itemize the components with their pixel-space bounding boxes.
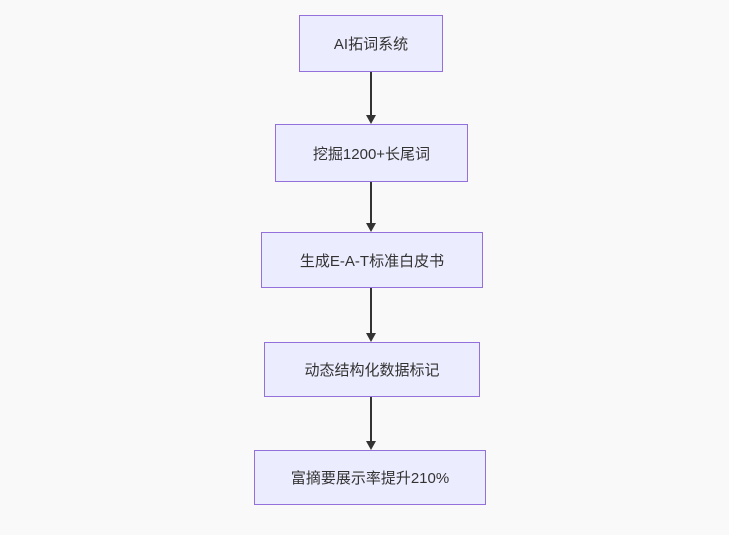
flow-arrow-3 <box>365 288 377 342</box>
flow-arrow-4 <box>365 397 377 450</box>
flow-node-rich-snippet-rate: 富摘要展示率提升210% <box>254 450 486 505</box>
flow-arrow-1 <box>365 72 377 124</box>
flow-node-eat-whitepaper: 生成E-A-T标准白皮书 <box>261 232 483 288</box>
arrow-head-icon <box>366 333 376 342</box>
arrow-head-icon <box>366 441 376 450</box>
arrow-line <box>370 397 372 441</box>
flow-node-ai-system: AI拓词系统 <box>299 15 443 72</box>
arrow-head-icon <box>366 115 376 124</box>
flow-arrow-2 <box>365 182 377 232</box>
arrow-line <box>370 182 372 223</box>
arrow-line <box>370 288 372 333</box>
arrow-head-icon <box>366 223 376 232</box>
flow-node-longtail-keywords: 挖掘1200+长尾词 <box>275 124 468 182</box>
arrow-line <box>370 72 372 115</box>
flow-node-structured-data: 动态结构化数据标记 <box>264 342 480 397</box>
